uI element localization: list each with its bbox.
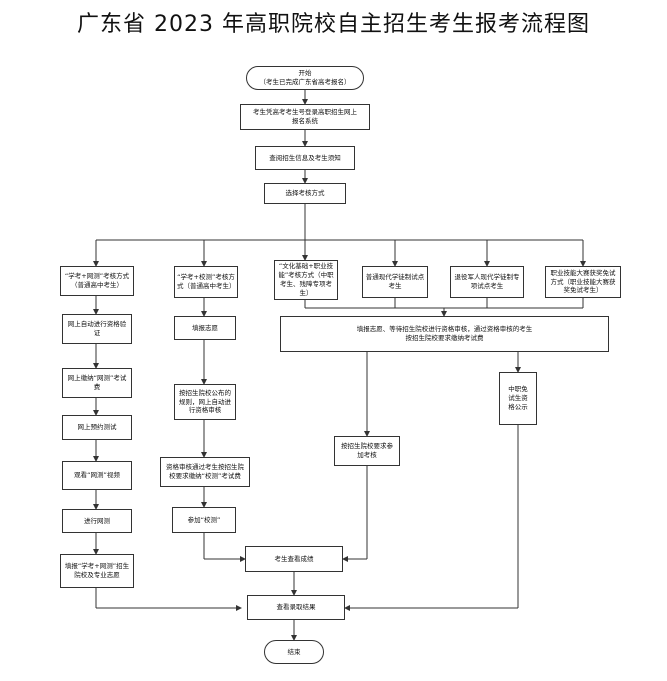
b-school-test: 参加“校测” — [172, 507, 236, 533]
query-info-step: 查阅招生信息及考生须知 — [255, 146, 355, 170]
a-fill-preference: 填报“学考+网测”招生院校及专业志愿 — [60, 554, 134, 588]
score-step: 考生查看成绩 — [245, 546, 343, 572]
result-step: 查看录取结果 — [247, 595, 345, 620]
login-step: 考生凭高考考生号登录高职招生网上 报名系统 — [240, 104, 370, 130]
b-fill-preference: 填报志愿 — [174, 316, 236, 340]
choose-method-step: 选择考核方式 — [264, 183, 346, 204]
method-study-online-test: “学考+网测”考核方式（普通高中考生） — [60, 266, 134, 296]
start-node: 开始 （考生已完成广东省高考报名） — [246, 66, 364, 90]
method-culture-skill: “文化基础+职业技能”考核方式（中职考生、残障专项考生） — [274, 260, 338, 300]
end-node: 结束 — [264, 640, 324, 664]
c-attend-assessment: 按招生院校要求参 加考核 — [334, 436, 400, 466]
method-skill-contest: 职业技能大赛获奖免试方式（职业技能大赛获奖免试考生） — [545, 266, 621, 298]
a-qualification-check: 网上自动进行资格验证 — [62, 314, 132, 344]
b-auto-review: 按招生院校公布的规则，网上自动进行资格审核 — [174, 384, 236, 420]
page-title: 广东省 2023 年高职院校自主招生考生报考流程图 — [77, 12, 590, 37]
method-study-school-test: “学考+校测”考核方式（普通高中考生） — [174, 266, 238, 298]
method-veteran-apprentice: 退役军人现代学徒制专项试点考生 — [450, 266, 524, 298]
a-take-test: 进行网测 — [62, 509, 132, 533]
a-book-test: 网上预约测试 — [62, 415, 132, 440]
a-watch-video: 观看“网测”视频 — [62, 461, 132, 490]
f-exempt-publicity: 中职免 试生资 格公示 — [499, 372, 537, 425]
a-pay-fee: 网上缴纳“网测”考试费 — [62, 368, 132, 398]
wide-fill-preference-step: 填报志愿、等待招生院校进行资格审核，通过资格审核的考生 按招生院校要求缴纳考试费 — [280, 316, 609, 352]
method-apprentice: 普通现代学徒制试点考生 — [362, 266, 428, 298]
b-pay-fee: 资格审核通过考生按招生院校要求缴纳“校测”考试费 — [160, 457, 250, 487]
